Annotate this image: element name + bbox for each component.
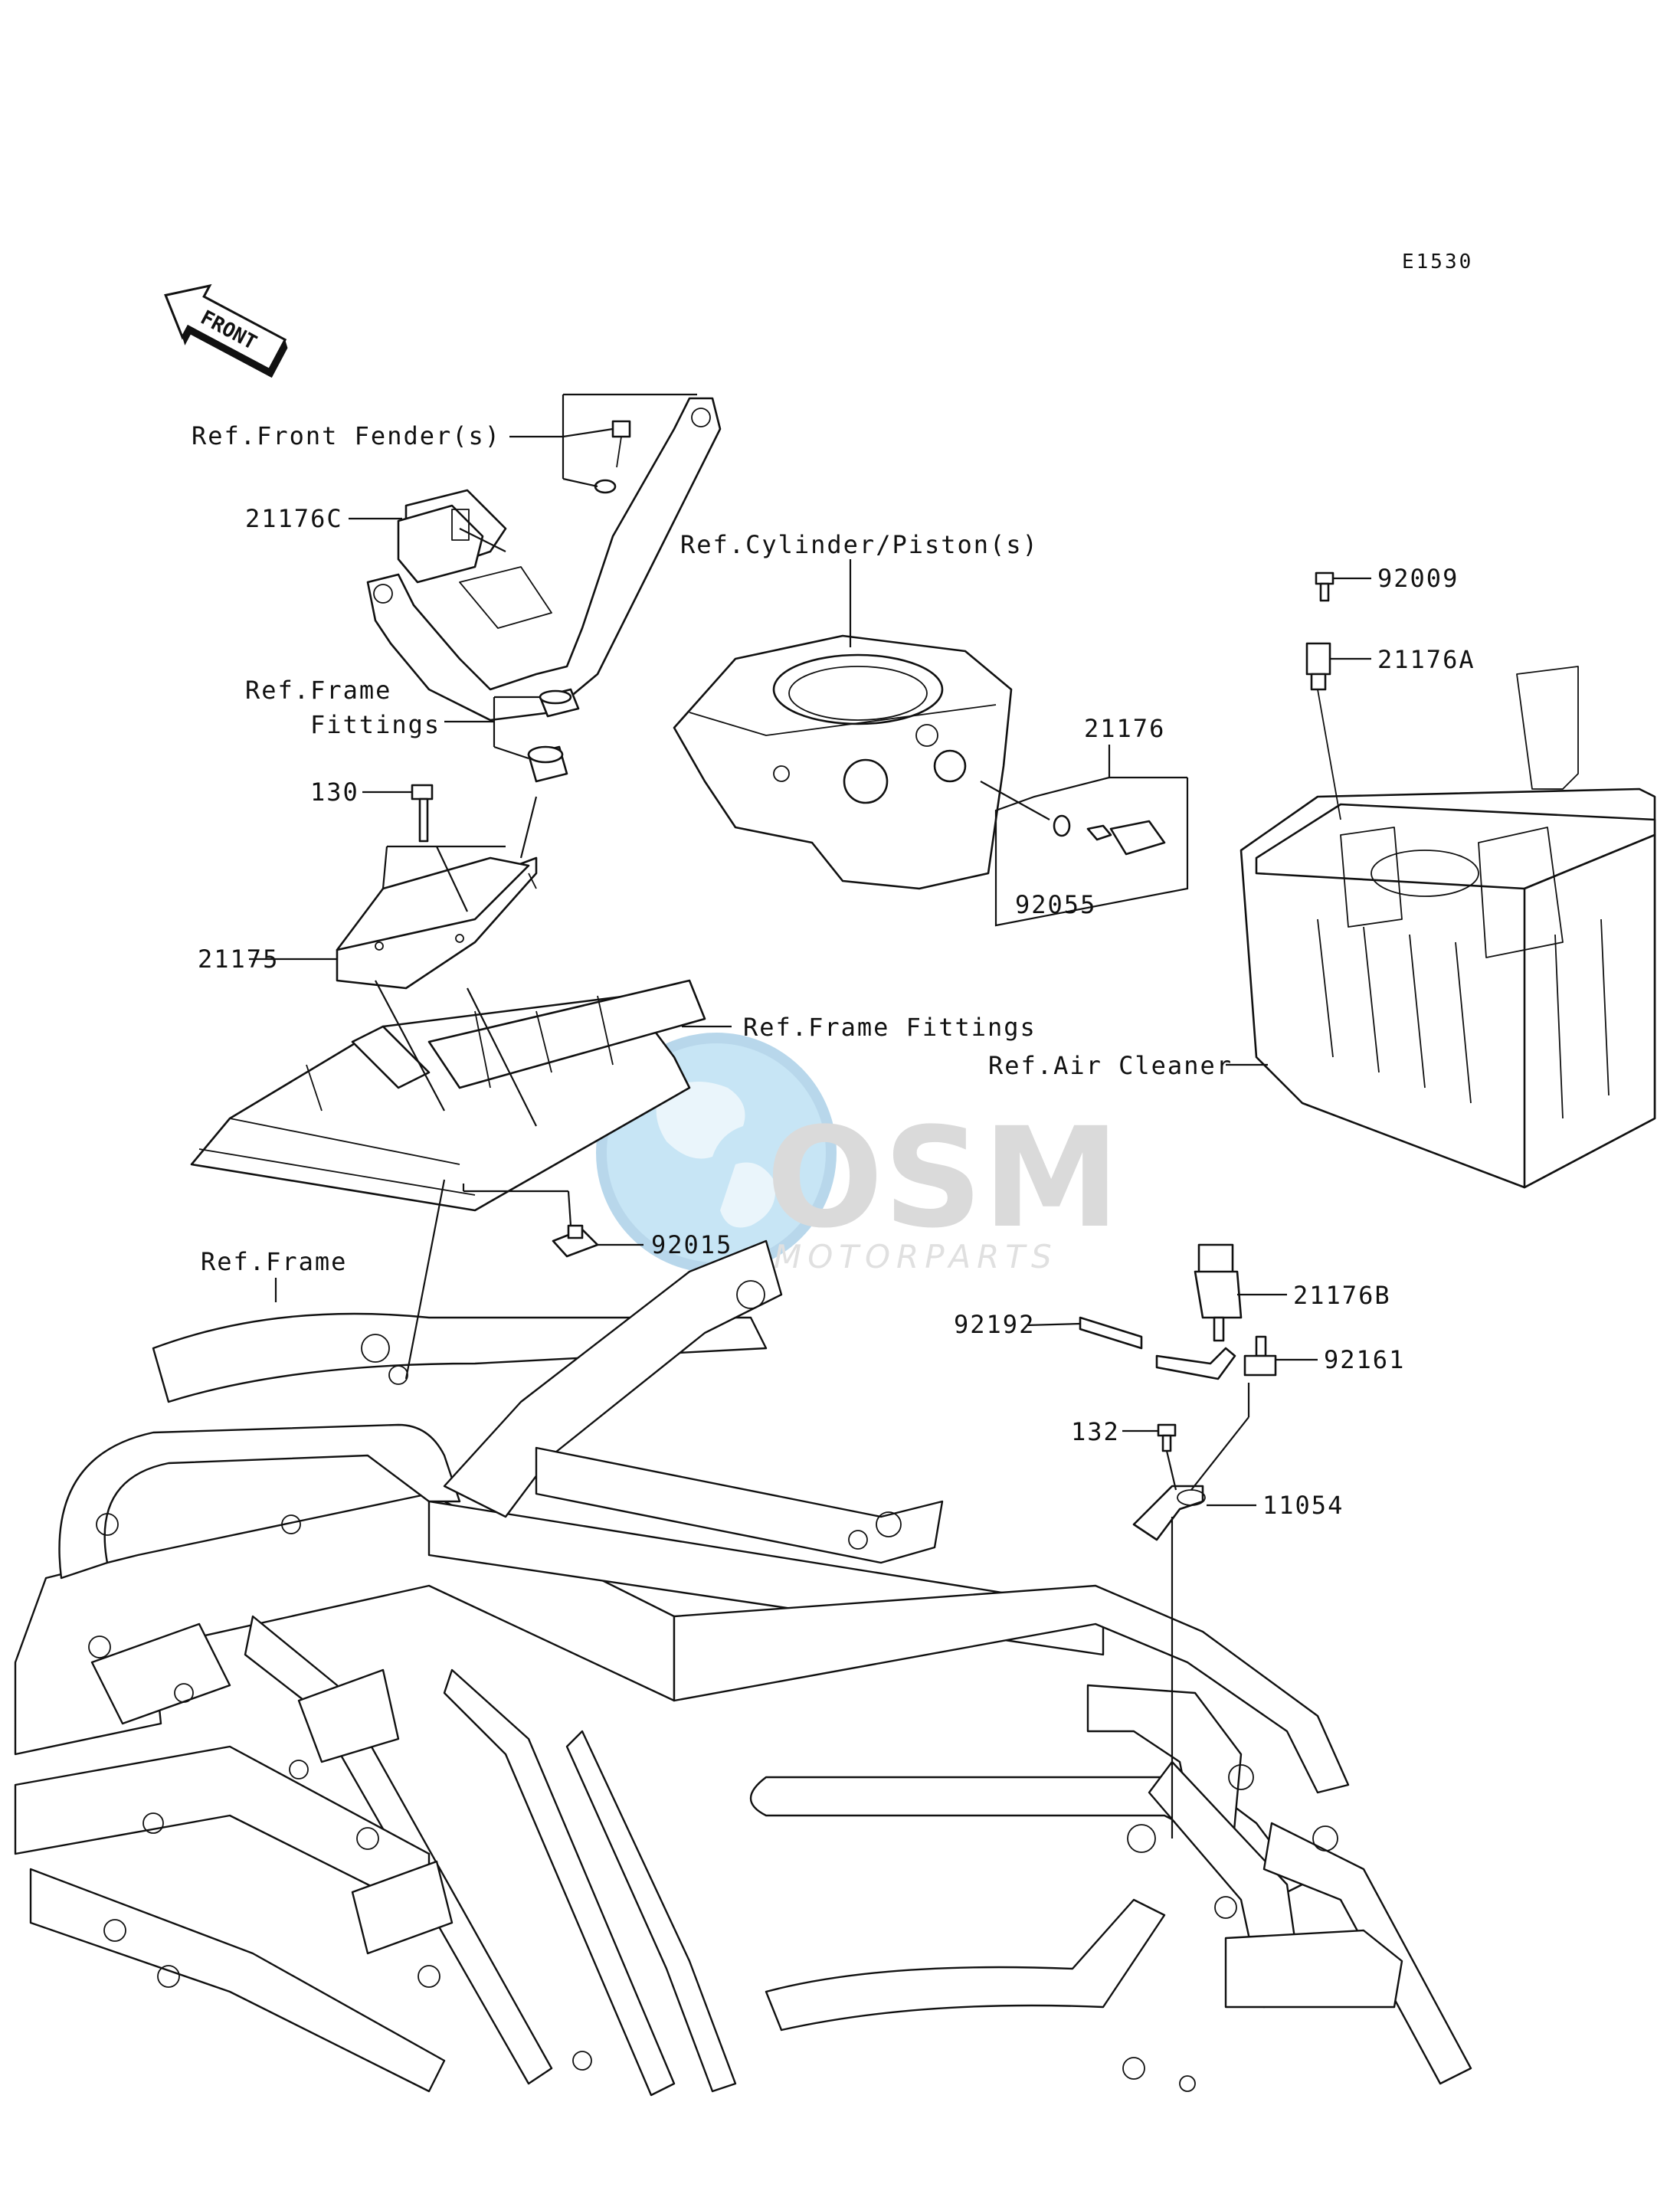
watermark-brand: OSM bbox=[766, 1098, 1120, 1259]
label-92015: 92015 bbox=[651, 1230, 732, 1259]
label-ref-front-fender: Ref.Front Fender(s) bbox=[192, 421, 501, 450]
bracket-11054 bbox=[1132, 1485, 1206, 1541]
label-92055: 92055 bbox=[1015, 890, 1096, 919]
grommets bbox=[527, 688, 580, 783]
cylinder-block bbox=[673, 634, 1013, 890]
label-ref-frame-fittings-line1: Ref.Frame bbox=[245, 676, 391, 705]
label-ref-frame: Ref.Frame bbox=[201, 1247, 347, 1276]
label-92192: 92192 bbox=[954, 1310, 1035, 1339]
temp-sensor-21176 bbox=[1053, 814, 1166, 856]
label-132: 132 bbox=[1071, 1417, 1120, 1446]
bolt-130 bbox=[411, 784, 434, 843]
bolt-132 bbox=[1157, 1423, 1177, 1452]
label-11054: 11054 bbox=[1262, 1491, 1344, 1520]
screw-92009 bbox=[1315, 571, 1335, 602]
label-130: 130 bbox=[310, 778, 359, 807]
label-92009: 92009 bbox=[1377, 564, 1459, 593]
ecu-21175 bbox=[336, 856, 538, 990]
ecu-mount-bracket bbox=[366, 397, 722, 722]
clip-92015 bbox=[552, 1224, 599, 1258]
front-arrow-icon: FRONT bbox=[164, 283, 288, 378]
label-ref-air-cleaner: Ref.Air Cleaner bbox=[988, 1051, 1233, 1080]
callout-labels: Ref.Front Fender(s) 21176C Ref.Frame Fit… bbox=[192, 421, 1475, 1520]
sensor-21176B bbox=[1194, 1243, 1243, 1342]
label-ref-frame-fittings-tray: Ref.Frame Fittings bbox=[743, 1013, 1036, 1042]
label-21176: 21176 bbox=[1084, 714, 1165, 743]
hose-92192 bbox=[1079, 1316, 1236, 1380]
label-92161: 92161 bbox=[1324, 1345, 1405, 1374]
label-21176B: 21176B bbox=[1293, 1281, 1391, 1310]
label-21175: 21175 bbox=[198, 945, 279, 974]
air-cleaner-box bbox=[1240, 666, 1656, 1189]
sensor-21176C bbox=[397, 489, 507, 584]
motorcycle-frame bbox=[14, 1239, 1472, 2097]
label-ref-cylinder: Ref.Cylinder/Piston(s) bbox=[680, 530, 1039, 559]
label-21176C: 21176C bbox=[245, 504, 343, 533]
watermark-sub: MOTORPARTS bbox=[774, 1238, 1058, 1275]
label-21176A: 21176A bbox=[1377, 645, 1475, 674]
sensor-21176A bbox=[1305, 642, 1341, 820]
leader-lines bbox=[249, 393, 1371, 1838]
label-ref-frame-fittings-line2: Fittings bbox=[310, 710, 440, 739]
bracket-bolt bbox=[594, 420, 631, 494]
diagram-code: E1530 bbox=[1402, 250, 1473, 273]
damper-92161 bbox=[1243, 1335, 1277, 1377]
